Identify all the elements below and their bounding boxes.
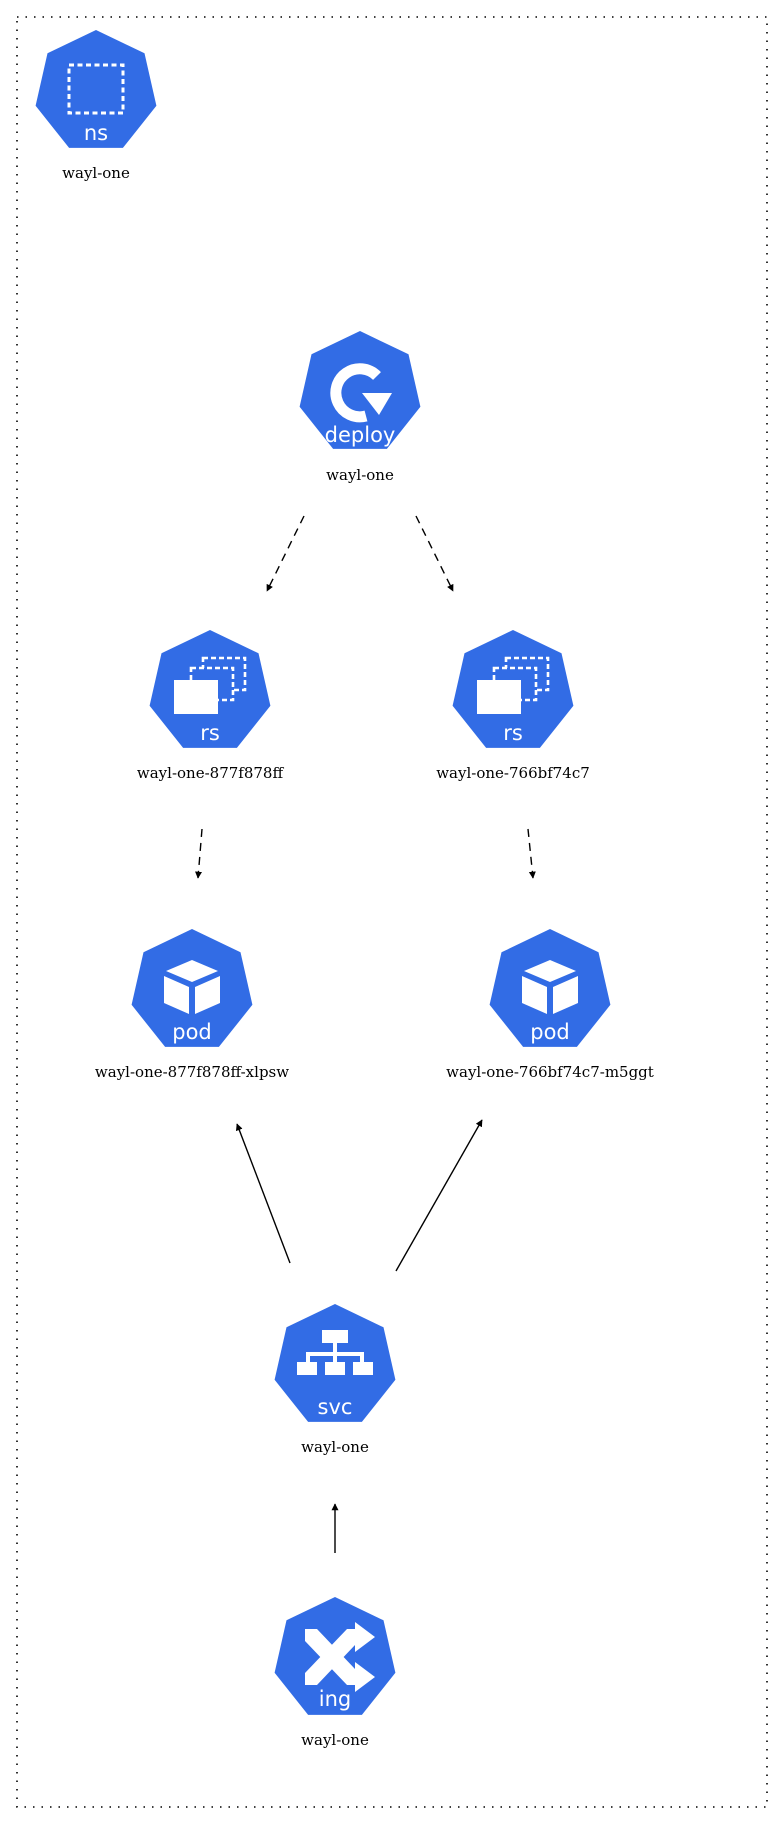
deployment-icon	[330, 363, 392, 423]
node-kind-label: rs	[503, 721, 523, 745]
node-namespace[interactable]: ns wayl-one	[35, 30, 157, 182]
node-name-label: wayl-one-877f878ff-xlpsw	[95, 1063, 289, 1081]
edge-deploy-to-rs-1	[266, 515, 305, 592]
edge-svc-to-pod-2	[395, 1119, 483, 1272]
node-pod-1[interactable]: pod wayl-one-877f878ff-xlpsw	[95, 929, 289, 1081]
edge-rs-2-to-pod-2	[527, 828, 536, 879]
service-icon	[297, 1330, 373, 1375]
node-name-label: wayl-one	[301, 1438, 369, 1456]
node-name-label: wayl-one-766bf74c7-m5ggt	[446, 1063, 654, 1081]
node-kind-label: ns	[84, 121, 108, 145]
node-replicaset-2[interactable]: rs wayl-one-766bf74c7	[436, 630, 590, 782]
edge-rs-1-to-pod-1	[195, 828, 203, 879]
pod-icon	[522, 960, 578, 1014]
node-name-label: wayl-one	[301, 1731, 369, 1749]
node-pod-2[interactable]: pod wayl-one-766bf74c7-m5ggt	[446, 929, 654, 1081]
namespace-boundary	[16, 16, 768, 1808]
node-kind-label: svc	[318, 1395, 353, 1419]
edge-svc-to-pod-1	[235, 1123, 291, 1264]
node-ingress[interactable]: ing wayl-one	[274, 1597, 396, 1749]
namespace-icon	[67, 63, 125, 115]
node-kind-label: pod	[530, 1020, 570, 1044]
node-name-label: wayl-one-766bf74c7	[436, 764, 590, 782]
node-name-label: wayl-one	[62, 164, 130, 182]
edge-deploy-to-rs-2	[415, 515, 454, 592]
node-deployment[interactable]: deploy wayl-one	[299, 331, 421, 484]
node-kind-label: pod	[172, 1020, 212, 1044]
node-name-label: wayl-one	[326, 466, 394, 484]
node-replicaset-1[interactable]: rs wayl-one-877f878ff	[137, 630, 285, 782]
ingress-icon	[305, 1622, 375, 1692]
node-kind-label: ing	[319, 1687, 351, 1711]
pod-icon	[164, 960, 220, 1014]
replicaset-icon	[477, 656, 550, 714]
node-name-label: wayl-one-877f878ff	[137, 764, 285, 782]
node-kind-label: rs	[200, 721, 220, 745]
node-service[interactable]: svc wayl-one	[274, 1304, 396, 1456]
replicaset-icon	[174, 656, 247, 714]
edges	[195, 515, 536, 1553]
node-kind-label: deploy	[325, 423, 396, 447]
